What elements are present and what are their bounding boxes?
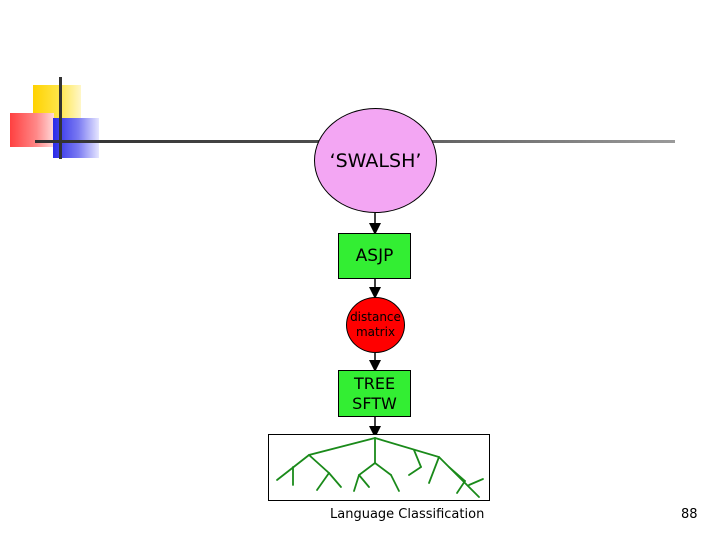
page-number: 88 <box>681 507 698 522</box>
tree-trunk <box>375 438 479 497</box>
tree-output-box <box>268 434 490 501</box>
tree-branch <box>429 457 439 483</box>
tree-branch <box>317 473 329 490</box>
distance-matrix-circle: distance matrix <box>346 297 405 353</box>
caption: Language Classification <box>330 507 484 522</box>
phylogenetic-tree-icon <box>269 435 491 502</box>
tree-branch <box>329 473 341 487</box>
tree-branch <box>359 475 369 487</box>
tree-branch <box>309 455 329 473</box>
tree-branch <box>457 481 465 493</box>
distance-label-line2: matrix <box>356 325 395 340</box>
tree-branch <box>375 463 391 475</box>
software-label-line1: TREE <box>354 374 395 394</box>
tree-branch <box>469 479 483 485</box>
tree-branch <box>414 450 421 467</box>
tree-branch <box>391 475 399 491</box>
source-ellipse: ‘SWALSH’ <box>314 108 437 213</box>
tree-branch <box>449 467 465 481</box>
distance-label-line1: distance <box>350 310 401 325</box>
source-label: ‘SWALSH’ <box>330 150 422 172</box>
tree-software-box: TREE SFTW <box>338 370 411 417</box>
asjp-label: ASJP <box>356 246 394 266</box>
tree-branch <box>409 467 421 475</box>
asjp-box: ASJP <box>338 233 411 279</box>
software-label-line2: SFTW <box>352 394 397 414</box>
tree-branch <box>354 463 375 491</box>
